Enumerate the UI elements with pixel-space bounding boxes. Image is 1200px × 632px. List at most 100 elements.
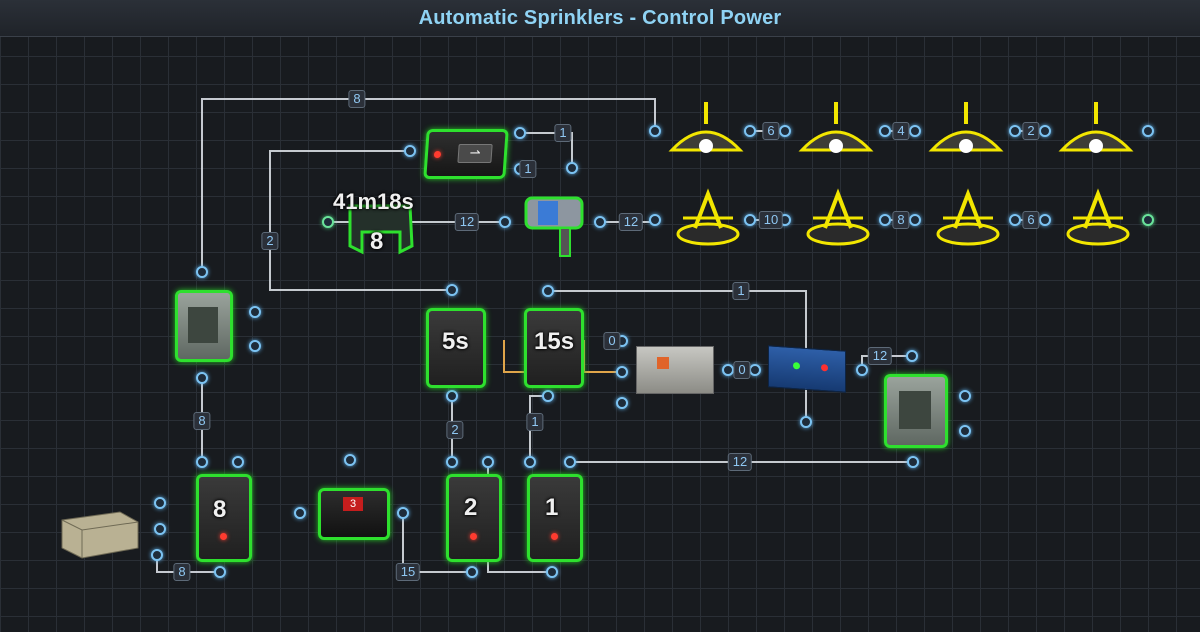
generator-icon[interactable]: [60, 508, 140, 560]
port[interactable]: [616, 397, 628, 409]
battery-icon[interactable]: [446, 474, 502, 562]
sprinkler-icon[interactable]: [933, 188, 1003, 254]
water-pump-icon[interactable]: [520, 188, 590, 260]
port[interactable]: [249, 340, 261, 352]
electrical-switch-icon[interactable]: [884, 374, 948, 448]
battery-icon[interactable]: [196, 474, 252, 562]
port[interactable]: [466, 566, 478, 578]
port[interactable]: [564, 456, 576, 468]
port[interactable]: [524, 456, 536, 468]
ceiling-lamp-icon[interactable]: [928, 100, 1004, 160]
port[interactable]: [616, 366, 628, 378]
port[interactable]: [446, 284, 458, 296]
port[interactable]: [446, 456, 458, 468]
electrical-switch-icon[interactable]: [175, 290, 233, 362]
ceiling-lamp-icon[interactable]: [798, 100, 874, 160]
port[interactable]: [542, 285, 554, 297]
port[interactable]: [154, 497, 166, 509]
car-battery-icon[interactable]: 3: [318, 488, 390, 540]
port[interactable]: [744, 214, 756, 226]
wire-label: 8: [173, 563, 191, 581]
port[interactable]: [294, 507, 306, 519]
port[interactable]: [446, 390, 458, 402]
port[interactable]: [744, 125, 756, 137]
wire-label: 0: [603, 332, 621, 350]
port[interactable]: [542, 390, 554, 402]
port[interactable]: [749, 364, 761, 376]
port[interactable]: [1009, 214, 1021, 226]
counter-value: 8: [370, 228, 384, 255]
port[interactable]: [856, 364, 868, 376]
port[interactable]: [151, 549, 163, 561]
port[interactable]: [214, 566, 226, 578]
port[interactable]: [907, 456, 919, 468]
port[interactable]: [322, 216, 334, 228]
port[interactable]: [909, 214, 921, 226]
wire-label: 0: [733, 361, 751, 379]
wire-label: 4: [892, 122, 910, 140]
port[interactable]: [546, 566, 558, 578]
ceiling-lamp-icon[interactable]: [1058, 100, 1134, 160]
port[interactable]: [397, 507, 409, 519]
wire-label: 10: [758, 211, 784, 229]
status-light-red: [821, 363, 828, 372]
port[interactable]: [779, 125, 791, 137]
counter-body: [348, 204, 414, 255]
wire-label: 1: [526, 413, 544, 431]
port[interactable]: [879, 214, 891, 226]
port[interactable]: [482, 456, 494, 468]
port[interactable]: [594, 216, 606, 228]
port[interactable]: [1039, 125, 1051, 137]
wire-label: 12: [727, 453, 753, 471]
port[interactable]: [800, 416, 812, 428]
timer-delay-icon[interactable]: [524, 308, 584, 388]
wire-label: 8: [348, 90, 366, 108]
port[interactable]: [1039, 214, 1051, 226]
port[interactable]: [649, 214, 661, 226]
sprinkler-icon[interactable]: [1063, 188, 1133, 254]
port[interactable]: [649, 125, 661, 137]
port[interactable]: [959, 390, 971, 402]
port[interactable]: [344, 454, 356, 466]
counter-time: 41m18s: [333, 189, 414, 214]
port[interactable]: [906, 350, 918, 362]
timer-delay-icon[interactable]: [426, 308, 486, 388]
port[interactable]: [196, 372, 208, 384]
counter-icon[interactable]: [340, 186, 420, 256]
panel-button: [657, 357, 669, 369]
port[interactable]: [959, 425, 971, 437]
port[interactable]: [722, 364, 734, 376]
indicator-light: [220, 533, 227, 540]
port[interactable]: [1009, 125, 1021, 137]
switch-lever: ⇀: [457, 144, 493, 163]
port[interactable]: [1142, 214, 1154, 226]
wire-left-vertical: [269, 150, 452, 291]
sprinkler-icon[interactable]: [803, 188, 873, 254]
sprinkler-shape: [1066, 188, 1130, 246]
battery-icon[interactable]: [527, 474, 583, 562]
control-panel-icon[interactable]: [636, 346, 714, 394]
port[interactable]: [249, 306, 261, 318]
lamp-shape: [928, 102, 1004, 153]
port[interactable]: [1142, 125, 1154, 137]
ceiling-lamp-icon[interactable]: [668, 100, 744, 160]
port[interactable]: [154, 523, 166, 535]
port[interactable]: [879, 125, 891, 137]
solar-panel-icon[interactable]: [768, 345, 846, 393]
port[interactable]: [196, 266, 208, 278]
port[interactable]: [514, 127, 526, 139]
battery-mid-value: 2: [464, 494, 478, 521]
status-light-green: [793, 362, 800, 370]
sprinkler-icon[interactable]: [673, 188, 743, 254]
sprinkler-shape: [806, 188, 870, 246]
port[interactable]: [499, 216, 511, 228]
timer-switch-icon[interactable]: ⇀: [423, 129, 509, 179]
port[interactable]: [232, 456, 244, 468]
port[interactable]: [909, 125, 921, 137]
port[interactable]: [404, 145, 416, 157]
port[interactable]: [566, 162, 578, 174]
wire-label: 2: [446, 421, 464, 439]
port[interactable]: [196, 456, 208, 468]
sprinkler-shape: [676, 188, 740, 246]
